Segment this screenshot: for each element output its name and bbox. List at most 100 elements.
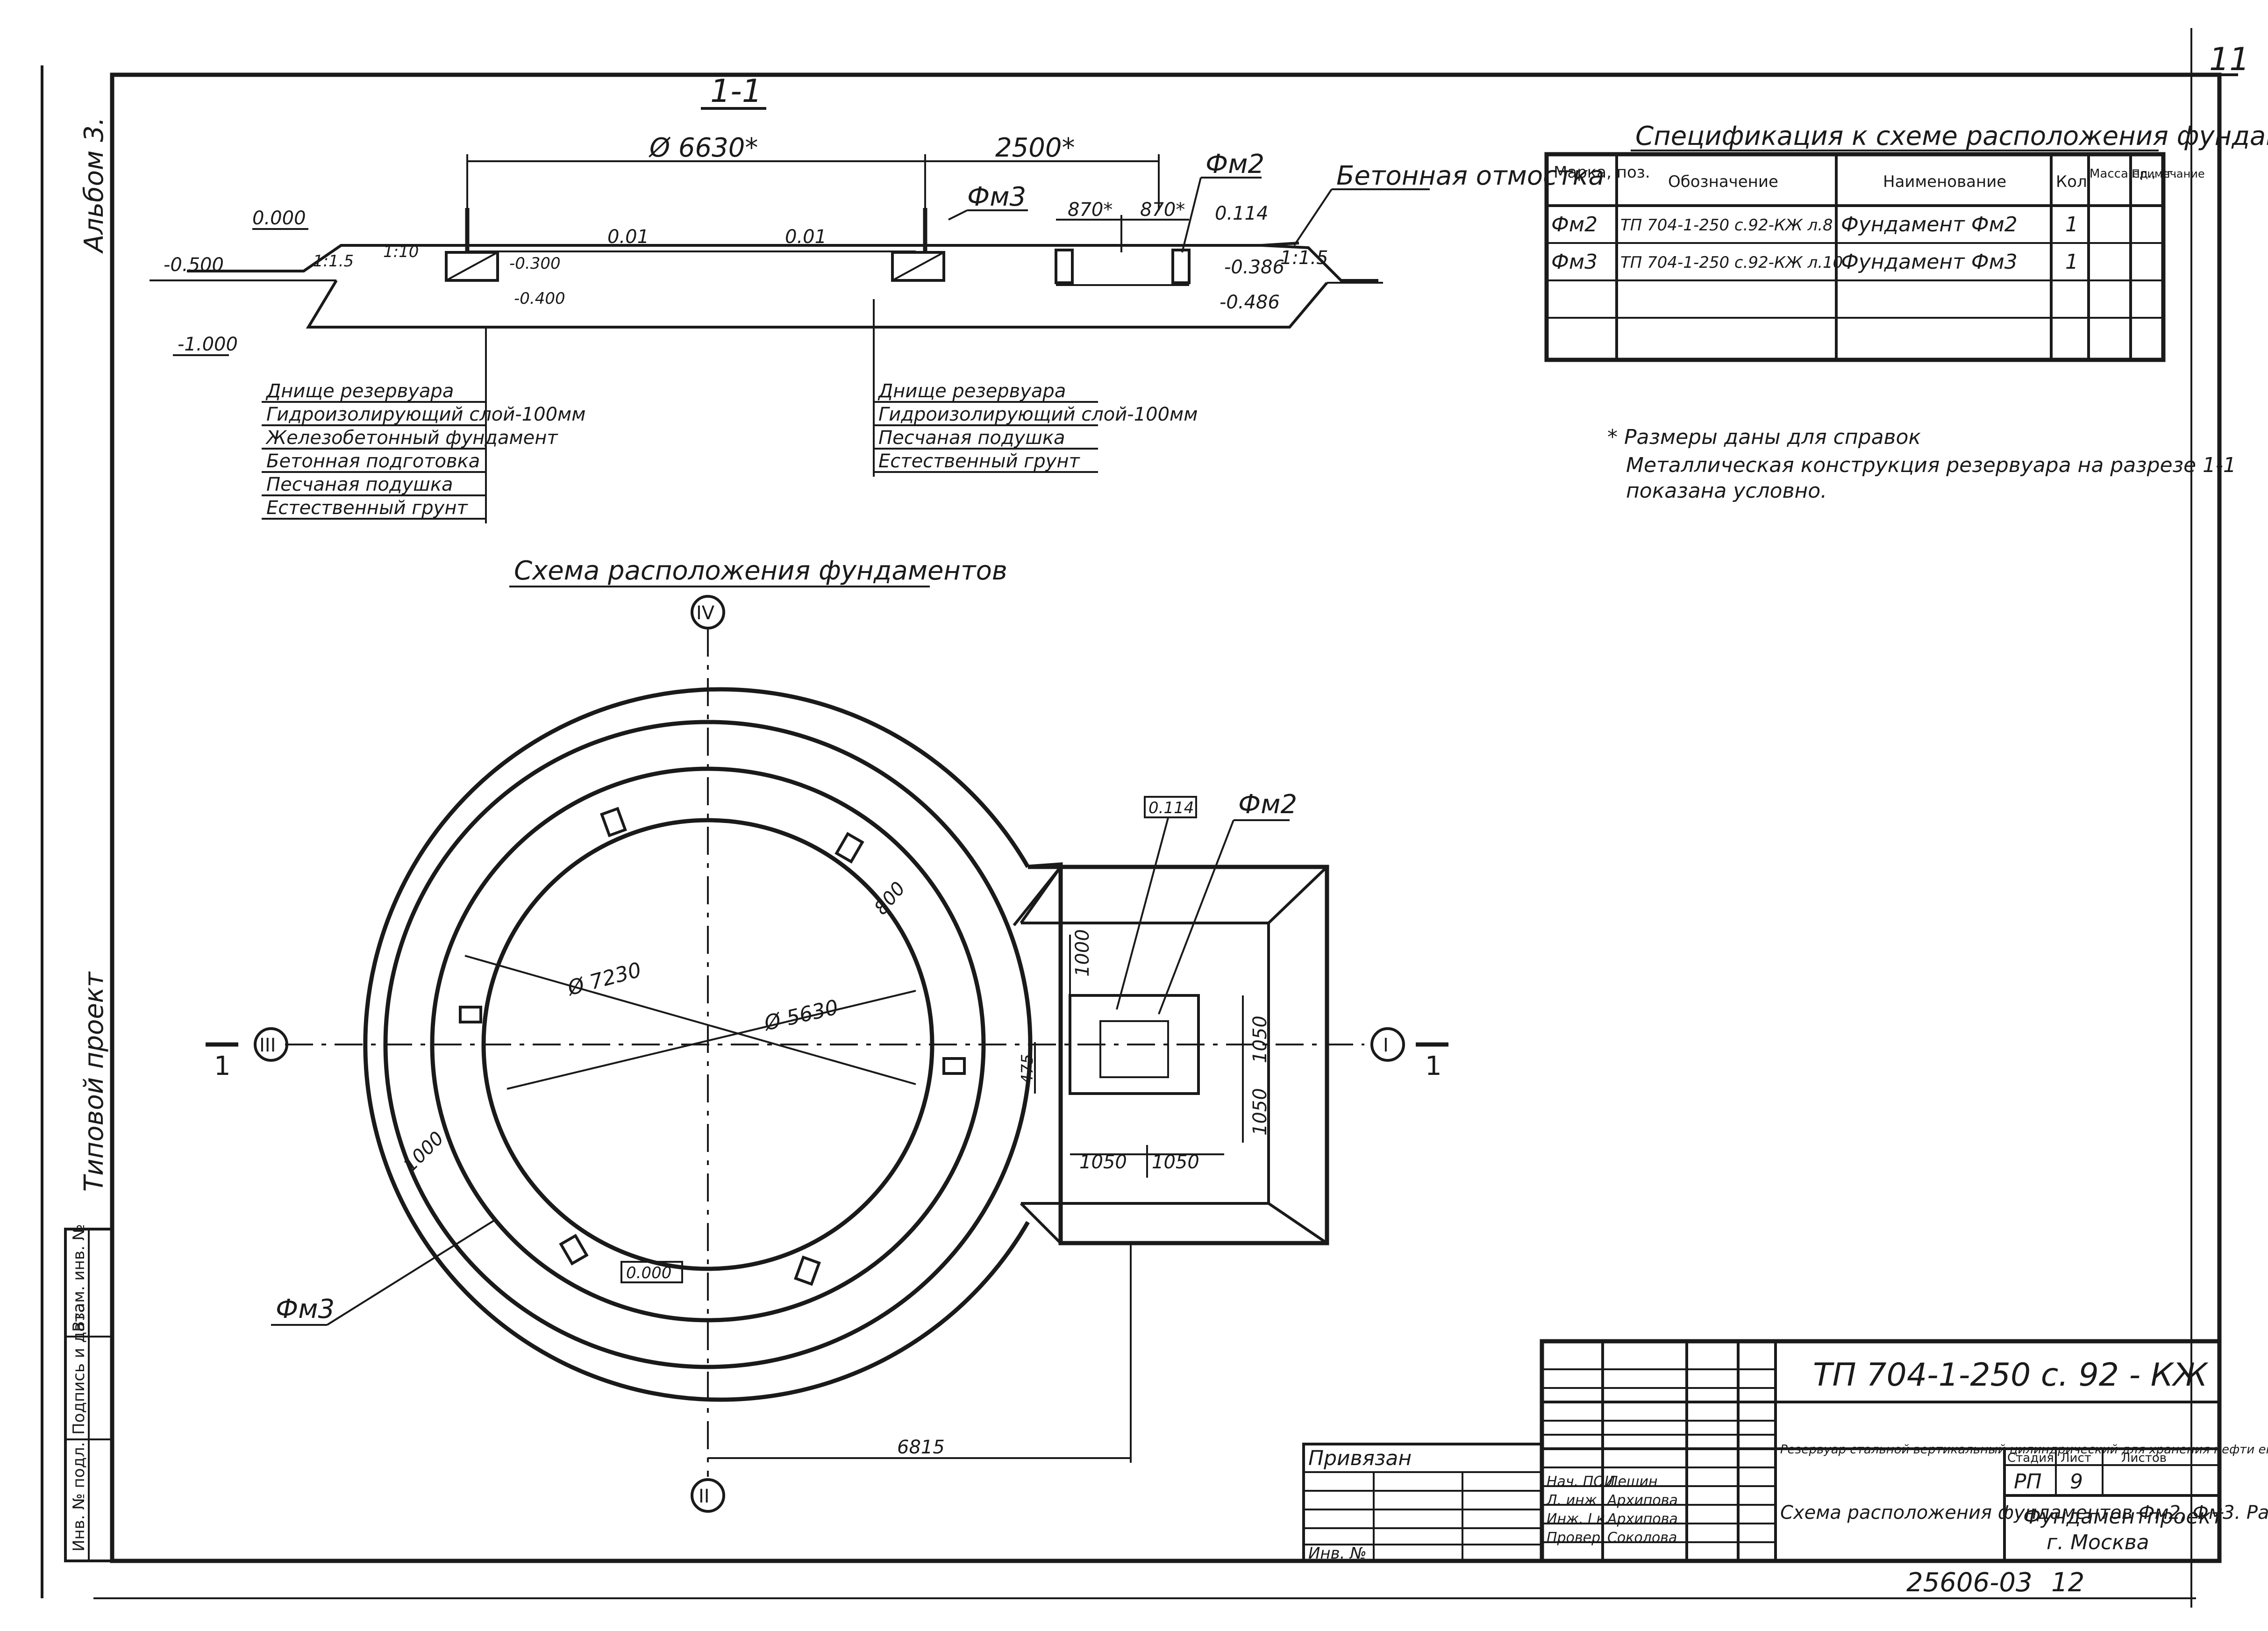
spec-hdr-designation: Обозначение — [1668, 172, 1778, 191]
elev-m0386: -0.386 — [1224, 257, 1284, 278]
plan-title: Схема расположения фундаментов — [514, 556, 1007, 586]
foundation-plan: Схема расположения фундаментов — [206, 556, 1448, 1513]
dim-section-length: 2500* — [995, 133, 1075, 163]
title-city: г. Москва — [2047, 1531, 2149, 1554]
dim-plan-800: 800 — [870, 878, 909, 919]
plan-mark-fm2: Фм2 — [1238, 789, 1297, 820]
elev-0000: 0.000 — [252, 207, 306, 229]
title-code: ТП 704-1-250 с. 92 - КЖ — [1813, 1357, 2209, 1394]
axis-marker-iii: III — [254, 1027, 288, 1062]
layers-right-list: Днище резервуара Гидроизолирующий слой-1… — [874, 380, 1198, 473]
slope-right: 0.01 — [785, 226, 827, 248]
note-line3: показана условно. — [1626, 479, 1827, 503]
title-block: ТП 704-1-250 с. 92 - КЖ Резервуар стальн… — [1540, 1339, 2268, 1563]
person-3-role: Провер. — [1547, 1530, 1605, 1546]
title-object: Резервуар стальной вертикальный цилиндри… — [1780, 1443, 2268, 1457]
elev-m0486: -0.486 — [1220, 292, 1280, 313]
section-cut-right: 1 — [1425, 1051, 1442, 1081]
title-stage-hdr: Стадия — [2007, 1451, 2054, 1465]
axis-marker-iv: IV — [691, 595, 725, 630]
plan-elev-0000: 0.000 — [626, 1264, 671, 1282]
side-cell-replace: Взам. инв. № — [70, 1224, 88, 1332]
layer-right-0: Днище резервуара — [877, 380, 1066, 402]
spec-hdr-qty: Кол — [2056, 172, 2087, 191]
slope-left: 0.01 — [607, 226, 649, 248]
person-3-name: Соколова — [1607, 1530, 1677, 1546]
sheet-frame: 11 — [41, 28, 2250, 1608]
layer-left-0: Днище резервуара — [265, 380, 454, 402]
layer-left-4: Песчаная подушка — [266, 474, 453, 495]
layer-right-3: Естественный грунт — [878, 451, 1080, 472]
svg-text:I: I — [1383, 1035, 1389, 1056]
spec-hdr-mass: Масса ед., кг. — [2090, 167, 2177, 181]
spec-title: Спецификация к схеме расположения фундам… — [1635, 121, 2268, 151]
person-2-name: Архипова — [1606, 1511, 1678, 1527]
note-star: * Размеры даны для справок — [1607, 425, 1921, 449]
ratio-15-a: 1:1.5 — [313, 252, 354, 271]
layer-left-5: Естественный грунт — [266, 497, 468, 519]
person-0-role: Нач. ПОИ — [1547, 1474, 1615, 1490]
section-1-1: 1-1 Ø 6630* 2500* 870* 870* — [150, 73, 1605, 523]
title-sheets-hdr: Листов — [2121, 1451, 2167, 1465]
dim-plan-5630: Ø 5630 — [761, 995, 841, 1036]
binding-block: Привязан Инв. № — [1302, 1443, 1543, 1563]
side-cell-sign: Подпись и дата — [70, 1303, 88, 1435]
layer-left-1: Гидроизолирующий слой-100мм — [266, 404, 585, 425]
dim-plan-1050-r1: 1050 — [1249, 1016, 1271, 1063]
title-sheet-desc: Схема расположения фундаментов Фм2, Фм3.… — [1780, 1502, 2268, 1524]
spec-row1-name: Фундамент Фм3 — [1841, 250, 2018, 274]
axis-marker-i: I — [1370, 1027, 1405, 1062]
dim-plan-1000-ring: 1000 — [399, 1128, 449, 1177]
spec-hdr-name: Наименование — [1883, 172, 2006, 191]
plan-mark-fm3: Фм3 — [276, 1294, 335, 1324]
dim-plan-1000-top: 1000 — [1072, 929, 1093, 977]
dim-plan-1050-b1: 1050 — [1079, 1152, 1127, 1173]
svg-text:IV: IV — [696, 602, 715, 624]
elev-m1000: -1.000 — [178, 334, 238, 355]
title-sheet: 9 — [2070, 1470, 2083, 1494]
svg-text:II: II — [699, 1486, 710, 1507]
binding-label: Привязан — [1308, 1446, 1412, 1470]
elev-m0300: -0.300 — [509, 254, 561, 273]
axis-marker-ii: II — [691, 1478, 725, 1513]
spec-row0-name: Фундамент Фм2 — [1841, 213, 2018, 236]
person-2-role: Инж. I к. — [1547, 1511, 1609, 1527]
section-title: 1-1 — [710, 73, 762, 110]
elev-m0400: -0.400 — [514, 289, 565, 308]
elev-0114: 0.114 — [1215, 203, 1269, 224]
dim-plan-1050-r2: 1050 — [1249, 1088, 1271, 1136]
spec-row0-designation: ТП 704-1-250 с.92-КЖ л.8 — [1620, 216, 1833, 235]
archive-number: 25606-03 — [1906, 1567, 2033, 1598]
section-cut-left: 1 — [214, 1051, 231, 1081]
notes: * Размеры даны для справок Металлическая… — [1607, 425, 2236, 503]
section-mark-fm2: Фм2 — [1205, 149, 1264, 179]
layer-left-2: Железобетонный фундамент — [265, 427, 558, 449]
title-org: Фундаментпроект — [2023, 1505, 2224, 1529]
layer-right-2: Песчаная подушка — [878, 427, 1065, 449]
spec-row1-mark: Фм3 — [1551, 250, 1598, 274]
layers-left-list: Днище резервуара Гидроизолирующий слой-1… — [262, 380, 585, 520]
inv-label: Инв. № — [1308, 1544, 1367, 1563]
svg-text:III: III — [259, 1035, 276, 1056]
sheet-number: 11 — [2209, 41, 2250, 78]
title-sheet-hdr: Лист — [2061, 1451, 2091, 1465]
dim-plan-6815: 6815 — [897, 1437, 945, 1458]
plan-elev-0114: 0.114 — [1148, 799, 1194, 817]
side-cell-inv: Инв. № подл. — [70, 1442, 88, 1552]
title-stage: РП — [2014, 1470, 2042, 1494]
section-mark-fm3: Фм3 — [967, 182, 1026, 212]
elev-m0500: -0.500 — [164, 254, 224, 276]
concrete-label: Бетонная отмостка — [1336, 161, 1605, 191]
dim-870-b: 870* — [1140, 199, 1185, 221]
dim-section-diameter: Ø 6630* — [649, 133, 758, 163]
ratio-10: 1:10 — [383, 243, 419, 261]
spec-table: Спецификация к схеме расположения фундам… — [1544, 121, 2268, 362]
person-0-name: Лешин — [1607, 1474, 1658, 1490]
layer-right-1: Гидроизолирующий слой-100мм — [878, 404, 1198, 425]
album-label: Альбом 3. — [79, 117, 109, 254]
note-line2: Металлическая конструкция резервуара на … — [1626, 453, 2236, 477]
dim-plan-1050-b2: 1050 — [1152, 1152, 1199, 1173]
side-stamp: Альбом 3. Типовой проект Инв. № подл. По… — [64, 117, 114, 1562]
person-1-role: Л. инж — [1546, 1492, 1597, 1509]
